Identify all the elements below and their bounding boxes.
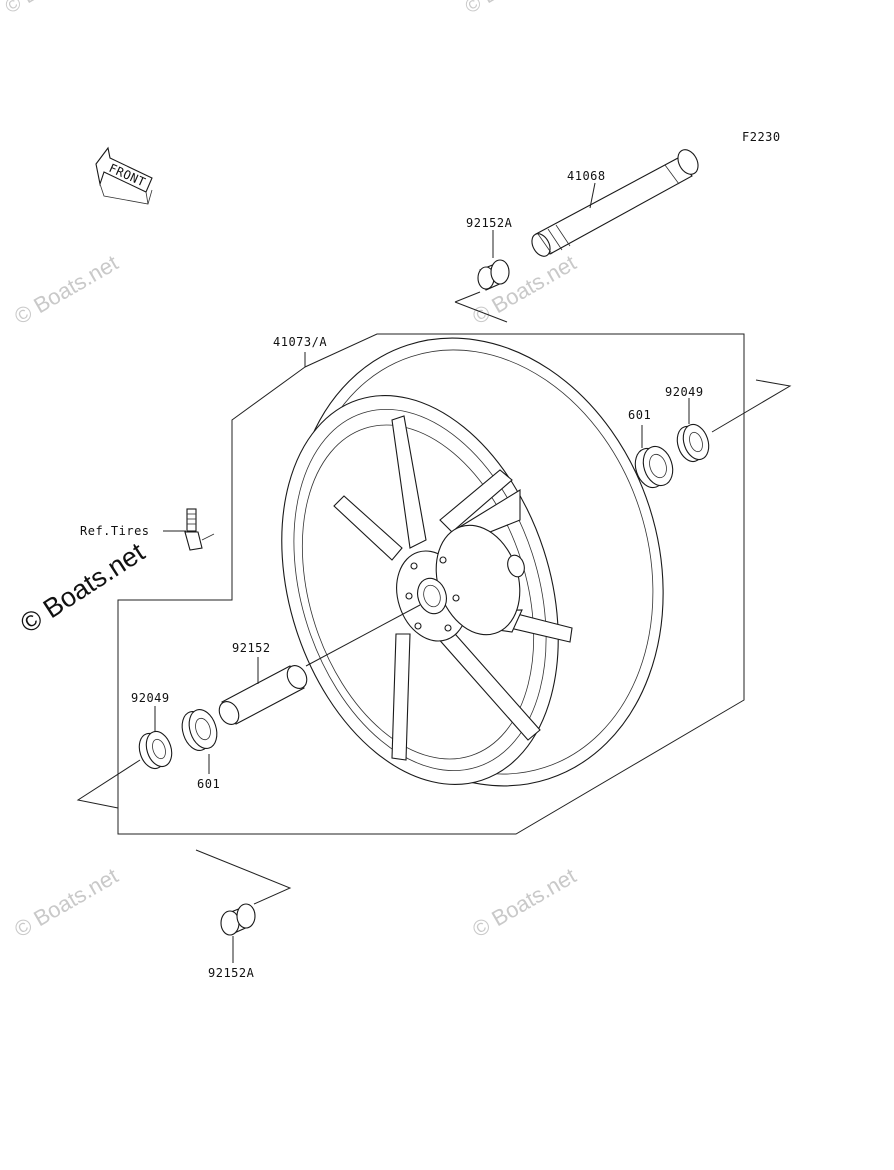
front-arrow-icon: FRONT: [95, 146, 153, 205]
collar-top: [477, 259, 510, 291]
collar-mid: [218, 665, 308, 725]
valve-stem: [184, 508, 215, 551]
seal-right: [676, 423, 710, 463]
axle: [531, 149, 699, 257]
watermark-text: © Boats.net: [10, 863, 122, 942]
watermark-text: © Boats.net: [468, 863, 580, 942]
group-frame: [117, 333, 745, 835]
collar-bottom: [220, 903, 256, 936]
front-arrow-label: FRONT: [107, 161, 148, 189]
leader-line: [589, 182, 596, 209]
label-valve: Ref.Tires: [80, 524, 150, 538]
axis-line: [454, 291, 481, 303]
wheel: [281, 337, 664, 787]
axis-line: [711, 379, 792, 433]
label-seal-left: 92049: [131, 691, 170, 705]
watermark-prominent: © Boats.net: [15, 537, 150, 639]
label-bearing-left: 601: [197, 777, 220, 791]
axis-line: [195, 849, 292, 905]
watermark-text: © Boats.net: [468, 250, 580, 329]
label-bearing-right: 601: [628, 408, 651, 422]
bearing-left: [181, 709, 218, 751]
label-seal-right: 92049: [665, 385, 704, 399]
label-wheel: 41073/A: [273, 335, 327, 349]
label-collar-mid: 92152: [232, 641, 271, 655]
bearing-right: [634, 445, 674, 489]
axis-line: [305, 604, 421, 667]
label-axle: 41068: [567, 169, 606, 183]
figure-code: F2230: [742, 130, 781, 144]
watermark-text: © Boats.net: [2, 0, 104, 18]
watermark-text: © Boats.net: [10, 250, 122, 329]
label-collar-top: 92152A: [466, 216, 513, 230]
watermark-text: © Boats.net: [462, 0, 564, 18]
axis-line: [454, 301, 508, 323]
seal-left: [138, 730, 173, 770]
axis-line: [76, 759, 141, 809]
label-collar-bottom: 92152A: [208, 966, 255, 980]
